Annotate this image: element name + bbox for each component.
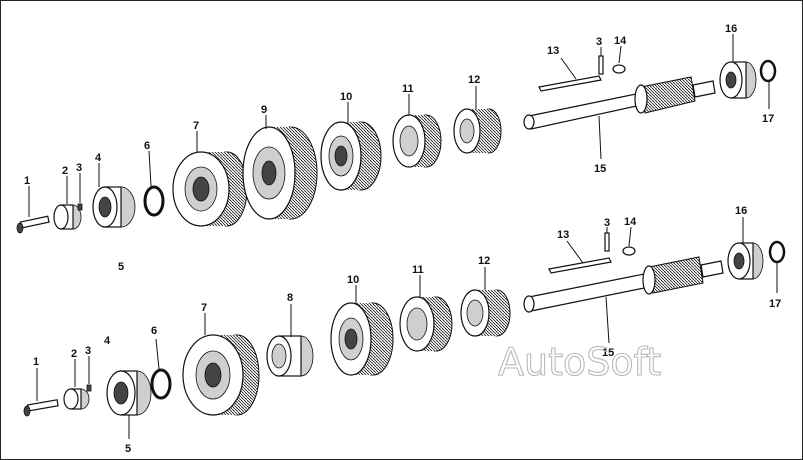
watermark-text: AutoSoft bbox=[498, 340, 661, 384]
label-16-top: 16 bbox=[725, 23, 737, 35]
label-3b-top: 3 bbox=[596, 36, 602, 48]
snap-ring-6-bottom bbox=[150, 338, 172, 400]
washer-2-bottom bbox=[63, 359, 90, 410]
pin-3-bottom bbox=[86, 356, 92, 392]
label-13-top: 13 bbox=[547, 45, 559, 57]
gear-7-top bbox=[172, 131, 248, 227]
label-15-top: 15 bbox=[594, 163, 606, 175]
label-13-bottom: 13 bbox=[557, 229, 569, 241]
label-2-bottom: 2 bbox=[71, 348, 77, 360]
label-6-bottom: 6 bbox=[151, 325, 157, 337]
gear-12-bottom bbox=[460, 267, 511, 337]
label-1-bottom: 1 bbox=[33, 356, 39, 368]
bolt-1-top bbox=[16, 186, 50, 234]
top-assembly: 1 2 3 4 5 6 7 9 10 11 12 13 3 14 15 16 1… bbox=[16, 23, 777, 273]
label-7-top: 7 bbox=[193, 120, 199, 132]
gear-9-top bbox=[242, 115, 318, 220]
label-6-top: 6 bbox=[144, 140, 150, 152]
label-10-top: 10 bbox=[340, 91, 352, 103]
pin-3-bottom-right bbox=[604, 227, 610, 252]
label-15-bottom: 15 bbox=[602, 347, 614, 359]
pin-3-top bbox=[77, 173, 83, 211]
label-5: 5 bbox=[118, 261, 124, 273]
label-11-top: 11 bbox=[402, 83, 414, 95]
bottom-assembly: 1 2 3 4 5 6 7 8 10 11 12 13 3 14 15 16 1… bbox=[23, 205, 786, 455]
label-5-bottom: 5 bbox=[125, 443, 131, 455]
label-10-bottom: 10 bbox=[347, 274, 359, 286]
label-2-top: 2 bbox=[62, 165, 68, 177]
bearing-4-bottom bbox=[106, 370, 152, 439]
rod-13-top bbox=[538, 57, 602, 92]
label-4-top: 4 bbox=[95, 152, 102, 164]
bottom-labels: 1 2 3 4 5 6 7 8 10 11 12 13 3 14 15 16 1… bbox=[33, 205, 781, 455]
shaft-15-bottom bbox=[523, 256, 724, 344]
label-3-top: 3 bbox=[76, 162, 82, 174]
label-3b-bottom: 3 bbox=[604, 217, 610, 229]
gear-11-top bbox=[392, 94, 442, 168]
gear-7-bottom bbox=[182, 313, 260, 416]
gear-10-bottom bbox=[330, 285, 394, 376]
pin-3-top-right bbox=[598, 47, 604, 75]
bearing-16-top bbox=[719, 34, 757, 99]
shaft-15-top bbox=[523, 76, 716, 160]
label-1-top: 1 bbox=[24, 175, 30, 187]
gear-11-bottom bbox=[399, 275, 453, 352]
key-14-bottom bbox=[622, 226, 636, 256]
ring-17-top bbox=[759, 59, 777, 109]
label-11-bottom: 11 bbox=[412, 264, 424, 276]
sleeve-8-bottom bbox=[266, 304, 314, 377]
label-14-bottom: 14 bbox=[624, 216, 637, 228]
gear-10-top bbox=[320, 102, 382, 191]
bearing-4-top bbox=[92, 163, 136, 228]
label-8-bottom: 8 bbox=[287, 292, 293, 304]
bolt-1-bottom bbox=[23, 368, 59, 417]
label-12-top: 12 bbox=[468, 74, 480, 86]
washer-2-top bbox=[53, 176, 82, 230]
label-14-top: 14 bbox=[614, 35, 627, 47]
label-16-bottom: 16 bbox=[735, 205, 747, 217]
label-7-bottom: 7 bbox=[201, 302, 207, 314]
label-12-bottom: 12 bbox=[478, 255, 490, 267]
rod-13-bottom bbox=[548, 240, 612, 274]
label-4-bottom: 4 bbox=[104, 335, 111, 347]
bearing-16-bottom bbox=[727, 217, 764, 280]
top-labels: 1 2 3 4 5 6 7 9 10 11 12 13 3 14 15 16 1… bbox=[24, 23, 774, 273]
label-17-bottom: 17 bbox=[769, 298, 781, 310]
snap-ring-6-top bbox=[143, 150, 165, 217]
ring-17-bottom bbox=[768, 240, 786, 293]
label-9-top: 9 bbox=[261, 104, 267, 116]
label-17-top: 17 bbox=[762, 113, 774, 125]
key-14-top bbox=[612, 45, 626, 74]
label-3-bottom: 3 bbox=[85, 345, 91, 357]
gear-12-top bbox=[453, 86, 502, 154]
